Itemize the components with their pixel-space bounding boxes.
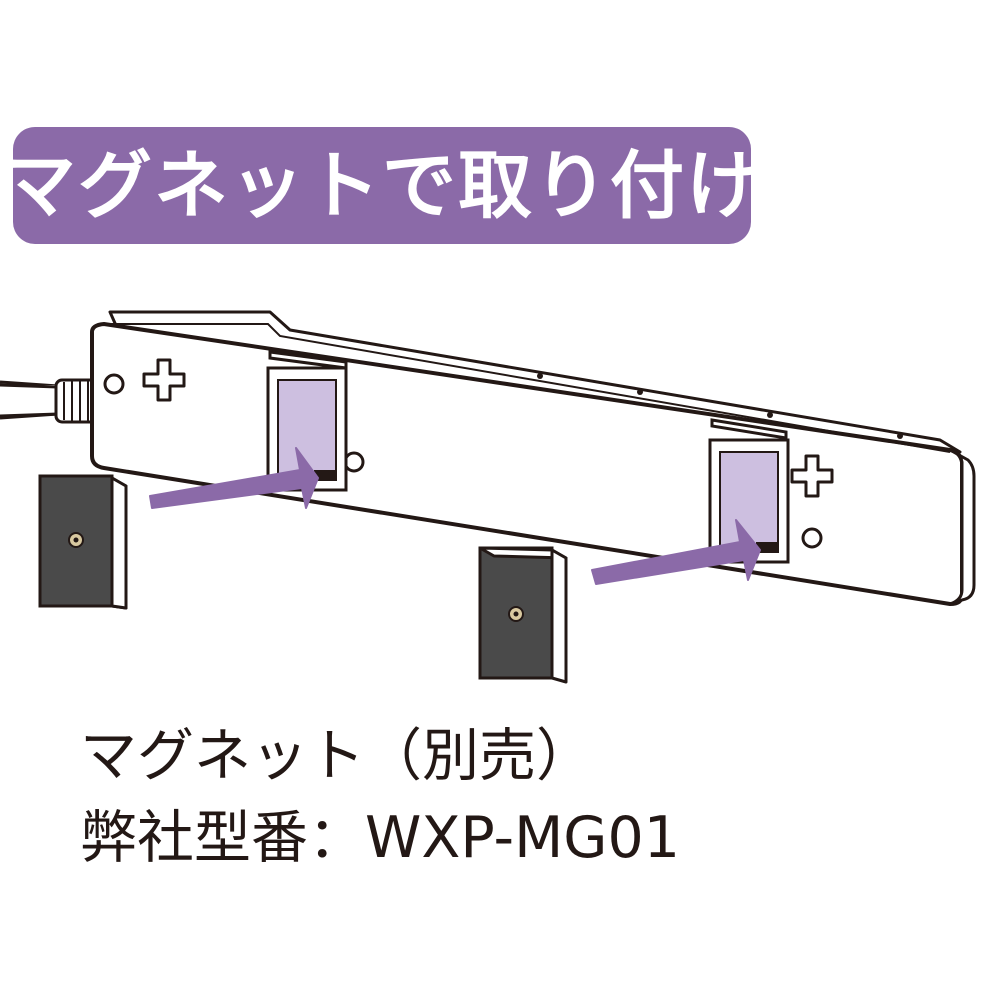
mount-hole (103, 373, 125, 395)
caption-magnet-sold-separately: マグネット（別売） (80, 723, 593, 789)
banner-title: マグネットで取り付け (2, 142, 762, 229)
title-banner: マグネットで取り付け (2, 127, 760, 244)
power-cord (0, 378, 98, 424)
screw-hole-icon (142, 358, 186, 402)
magnet-slot-left (266, 350, 348, 492)
mount-hole (343, 451, 365, 473)
arrow-icon (591, 519, 761, 585)
arrow-icon (149, 447, 319, 509)
magnet-slot-right (708, 418, 790, 564)
screw-hole-icon (790, 454, 834, 498)
mount-hole (801, 527, 823, 549)
power-strip-illustration (0, 310, 976, 684)
magnet-icon (478, 546, 568, 684)
caption-model-number: 弊社型番：WXP-MG01 (80, 805, 680, 871)
magnet-icon (38, 474, 128, 610)
